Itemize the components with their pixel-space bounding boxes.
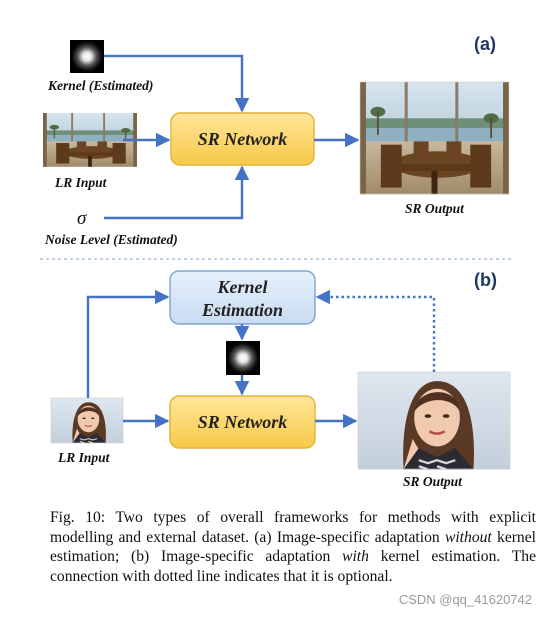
sr-output-image-b bbox=[356, 370, 512, 471]
kernel-image-a bbox=[70, 40, 104, 73]
panel-a-tag: (a) bbox=[474, 34, 496, 54]
sr-output-label-b: SR Output bbox=[403, 474, 463, 489]
caption-emphasis-with: with bbox=[342, 548, 369, 565]
panel-b-tag: (b) bbox=[474, 270, 497, 290]
sr-network-label-a: SR Network bbox=[198, 129, 288, 149]
sigma-symbol: σ bbox=[77, 208, 87, 229]
caption-middle: kernel estimation; (b) Image-specific ad… bbox=[50, 528, 536, 566]
noise-level-label: Noise Level (Estimated) bbox=[44, 232, 178, 247]
dotted-arrow-output-to-kernel-est bbox=[315, 289, 436, 372]
sr-output-label-a: SR Output bbox=[405, 201, 465, 216]
kernel-estimation-line1: Kernel bbox=[216, 277, 267, 297]
figure-caption: Fig. 10: Two types of overall frameworks… bbox=[50, 508, 536, 586]
arrow-kernel-to-sr-a bbox=[104, 54, 250, 113]
arrow-noise-to-sr-a bbox=[104, 165, 250, 220]
lr-input-image-a bbox=[43, 113, 137, 167]
caption-prefix: Fig. 10: Two types of overall frameworks… bbox=[50, 509, 536, 546]
lr-input-label-b: LR Input bbox=[57, 450, 111, 465]
kernel-estimation-line2: Estimation bbox=[201, 300, 283, 320]
sr-output-image-a bbox=[360, 82, 509, 195]
lr-input-label-a: LR Input bbox=[54, 175, 108, 190]
kernel-label-a: Kernel (Estimated) bbox=[47, 78, 153, 93]
caption-emphasis-without: without bbox=[444, 528, 492, 546]
caption-suffix: kernel estimation. The connection with d… bbox=[50, 548, 536, 585]
watermark: CSDN @qq_41620742 bbox=[398, 592, 532, 607]
lr-input-image-b bbox=[50, 397, 124, 444]
arrow-lr-to-kernel-est bbox=[86, 289, 170, 398]
kernel-image-b bbox=[226, 341, 260, 375]
sr-network-label-b: SR Network bbox=[198, 412, 288, 432]
